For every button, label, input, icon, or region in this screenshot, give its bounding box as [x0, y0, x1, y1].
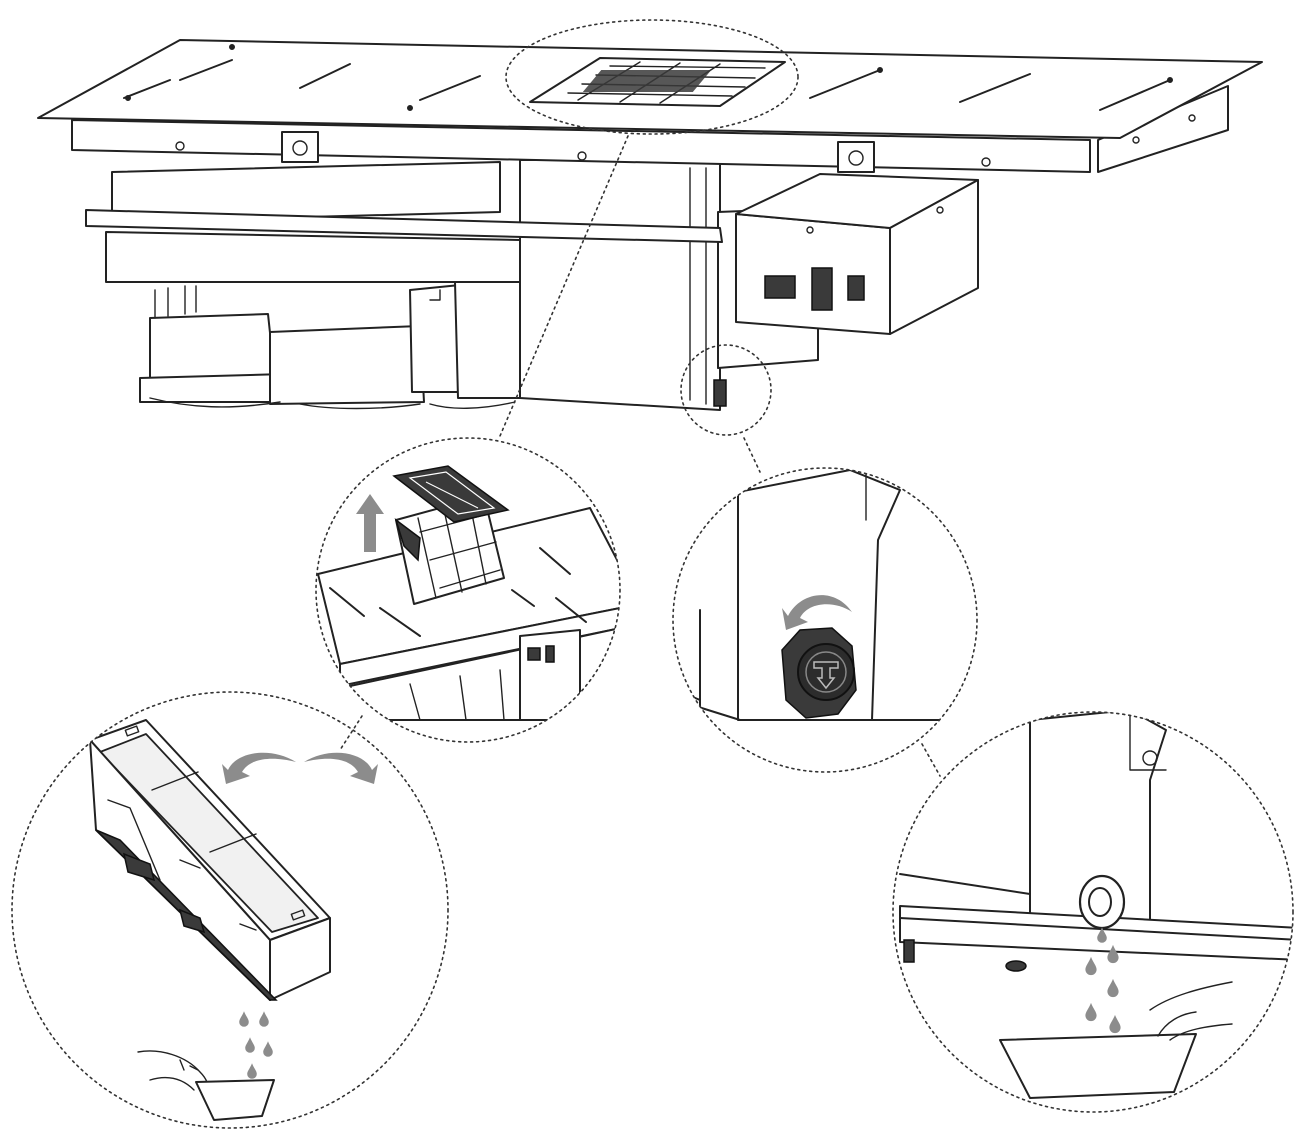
- motor-housing: [105, 161, 523, 410]
- detail-lift-filter: [315, 437, 621, 743]
- drain-cap-icon: [713, 379, 727, 407]
- lift-up-arrow-icon: [356, 494, 384, 552]
- flip-over-arrows-icon: [222, 752, 378, 784]
- screw-icon: [175, 114, 1196, 173]
- grille-detail-marker: [505, 19, 799, 135]
- front-apron: [71, 119, 1091, 173]
- rotate-counterclockwise-arrow-icon: [782, 595, 852, 630]
- electrical-box: [735, 173, 979, 335]
- hand-holding-bowl: [137, 1050, 275, 1121]
- detail-rotate-drain-cap: [672, 467, 978, 773]
- vent-grille: [529, 57, 786, 107]
- cooking-zone-marks: [123, 44, 1173, 111]
- side-rail: [85, 209, 723, 243]
- detail-empty-filter: [11, 691, 449, 1129]
- cooktop-unit: [37, 19, 1263, 777]
- hand: [1149, 981, 1233, 1041]
- water-drop-icon: [239, 1011, 273, 1079]
- drain-detail-marker: [680, 344, 772, 436]
- drain-cap-icon: [781, 627, 857, 719]
- collection-bowl: [999, 1033, 1197, 1099]
- detail-drain-water: [892, 711, 1294, 1113]
